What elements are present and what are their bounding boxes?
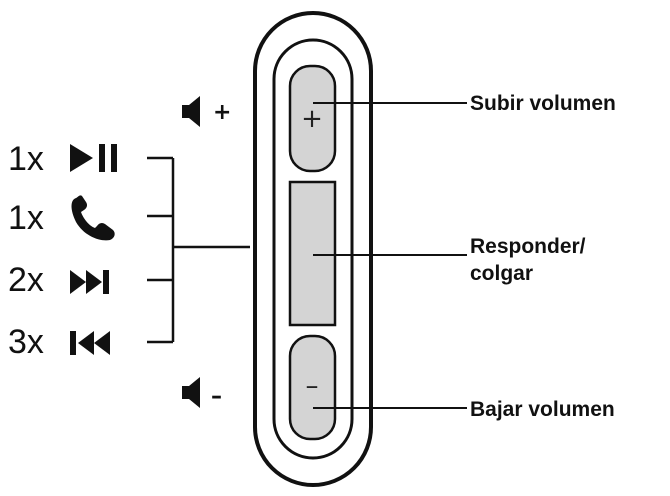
label-volume-down: Bajar volumen xyxy=(470,398,615,421)
minus-sign: – xyxy=(306,371,319,401)
volume-up-indicator: + xyxy=(182,96,231,127)
press-count-play-pause: 1x xyxy=(8,140,44,178)
volume-up-button[interactable] xyxy=(288,64,337,173)
action-bracket xyxy=(147,156,250,344)
press-count-previous: 3x xyxy=(8,323,44,361)
press-count-next: 2x xyxy=(8,261,44,299)
speaker-icon xyxy=(182,96,200,127)
next-track-icon xyxy=(70,270,109,294)
plus-sign: + xyxy=(301,104,323,134)
press-count-call: 1x xyxy=(8,199,44,237)
volume-down-indicator: – xyxy=(182,377,222,409)
label-answer-line1: Responder/ xyxy=(470,235,586,258)
volume-down-button[interactable] xyxy=(288,334,337,441)
phone-icon xyxy=(71,195,115,241)
play-pause-icon xyxy=(70,144,117,172)
previous-track-icon xyxy=(70,331,110,355)
volume-down-sign: – xyxy=(211,384,222,409)
label-volume-up: Subir volumen xyxy=(470,92,616,115)
volume-up-sign: + xyxy=(213,100,231,125)
speaker-icon xyxy=(182,377,200,408)
label-answer-line2: colgar xyxy=(470,262,533,285)
answer-hangup-button[interactable] xyxy=(288,180,337,327)
